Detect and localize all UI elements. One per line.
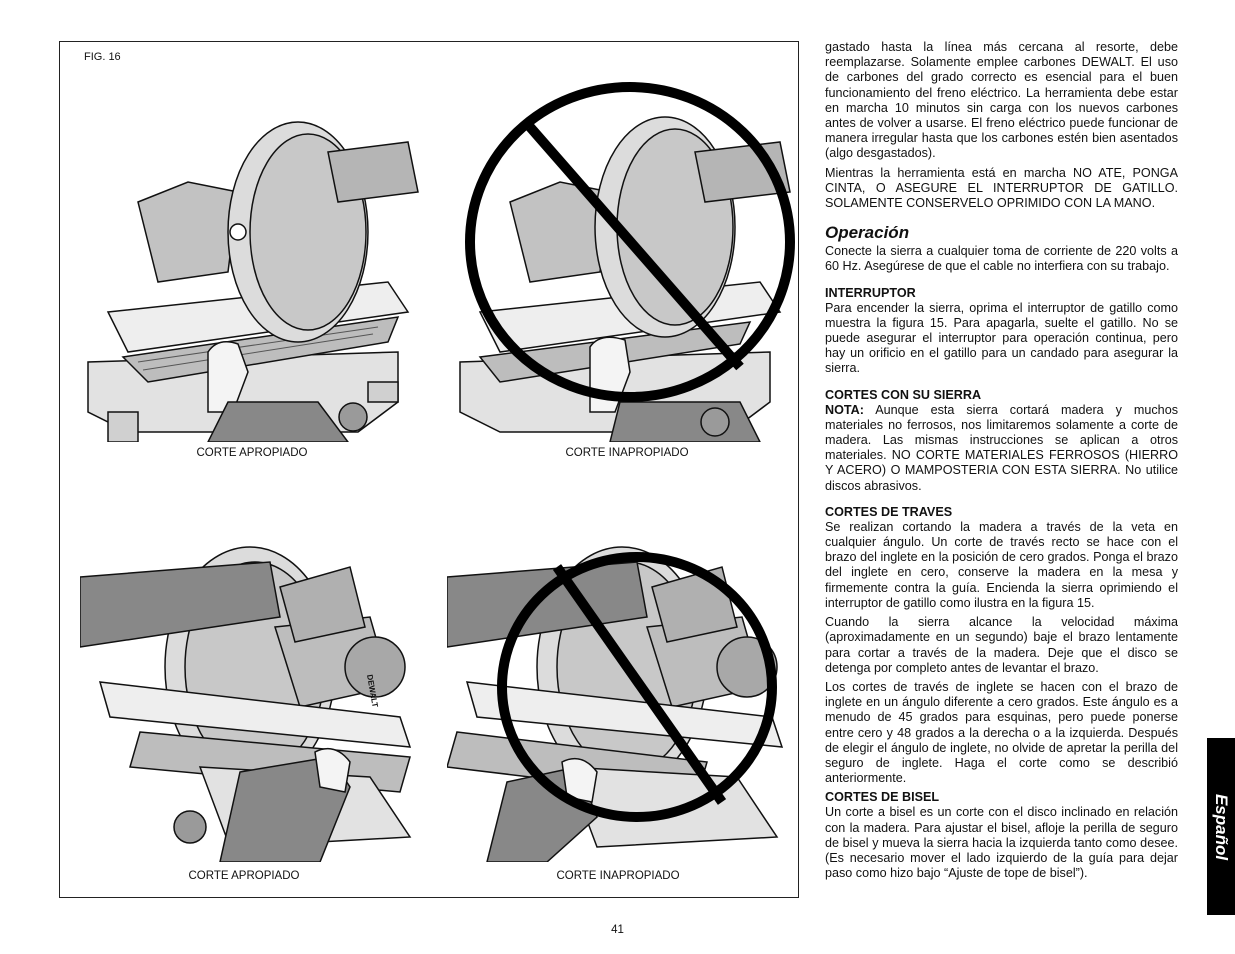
paragraph-trigger-warning: Mientras la herramienta está en marcha N… — [825, 165, 1178, 211]
heading-cortes-bisel: CORTES DE BISEL — [825, 790, 940, 805]
heading-operacion: Operación — [825, 223, 910, 243]
instructions-column: gastado hasta la línea más cercana al re… — [825, 40, 1178, 885]
paragraph-traves-1: Se realizan cortando la madera a través … — [825, 519, 1178, 610]
illustration-proper-cut-bottom: DEWALT — [80, 517, 420, 862]
paragraph-bisel: Un corte a bisel es un corte con el disc… — [825, 805, 1178, 881]
nota-text: Aunque esta sierra cortará madera y much… — [825, 402, 1178, 493]
illustration-improper-cut-bottom — [447, 517, 792, 862]
paragraph-traves-2: Cuando la sierra alcance la velocidad má… — [825, 615, 1178, 675]
page-number: 41 — [611, 924, 624, 936]
language-tab: Español — [1207, 738, 1235, 915]
caption-proper-cut-top: CORTE APROPIADO — [196, 447, 308, 459]
caption-improper-cut-bottom: CORTE INAPROPIADO — [556, 870, 680, 882]
paragraph-nota: NOTA: Aunque esta sierra cortará madera … — [825, 403, 1178, 494]
paragraph-power: Conecte la sierra a cualquier toma de co… — [825, 244, 1178, 274]
illustration-improper-cut-top — [440, 82, 795, 442]
language-tab-label: Español — [1212, 793, 1231, 860]
illustration-proper-cut-top — [68, 82, 423, 442]
paragraph-traves-3: Los cortes de través de inglete se hacen… — [825, 679, 1178, 786]
heading-cortes-traves: CORTES DE TRAVES — [825, 504, 953, 519]
figure-16-frame: FIG. 16 — [59, 41, 799, 898]
nota-label: NOTA: — [825, 402, 864, 417]
heading-interruptor: INTERRUPTOR — [825, 285, 916, 300]
prohibition-icon-2 — [497, 552, 777, 822]
paragraph-interruptor: Para encender la sierra, oprima el inter… — [825, 300, 1178, 376]
figure-label: FIG. 16 — [84, 51, 121, 63]
caption-improper-cut-top: CORTE INAPROPIADO — [565, 447, 689, 459]
paragraph-brushes: gastado hasta la línea más cercana al re… — [825, 40, 1178, 161]
caption-proper-cut-bottom: CORTE APROPIADO — [188, 870, 300, 882]
prohibition-icon — [465, 82, 795, 402]
heading-cortes-sierra: CORTES CON SU SIERRA — [825, 387, 982, 402]
